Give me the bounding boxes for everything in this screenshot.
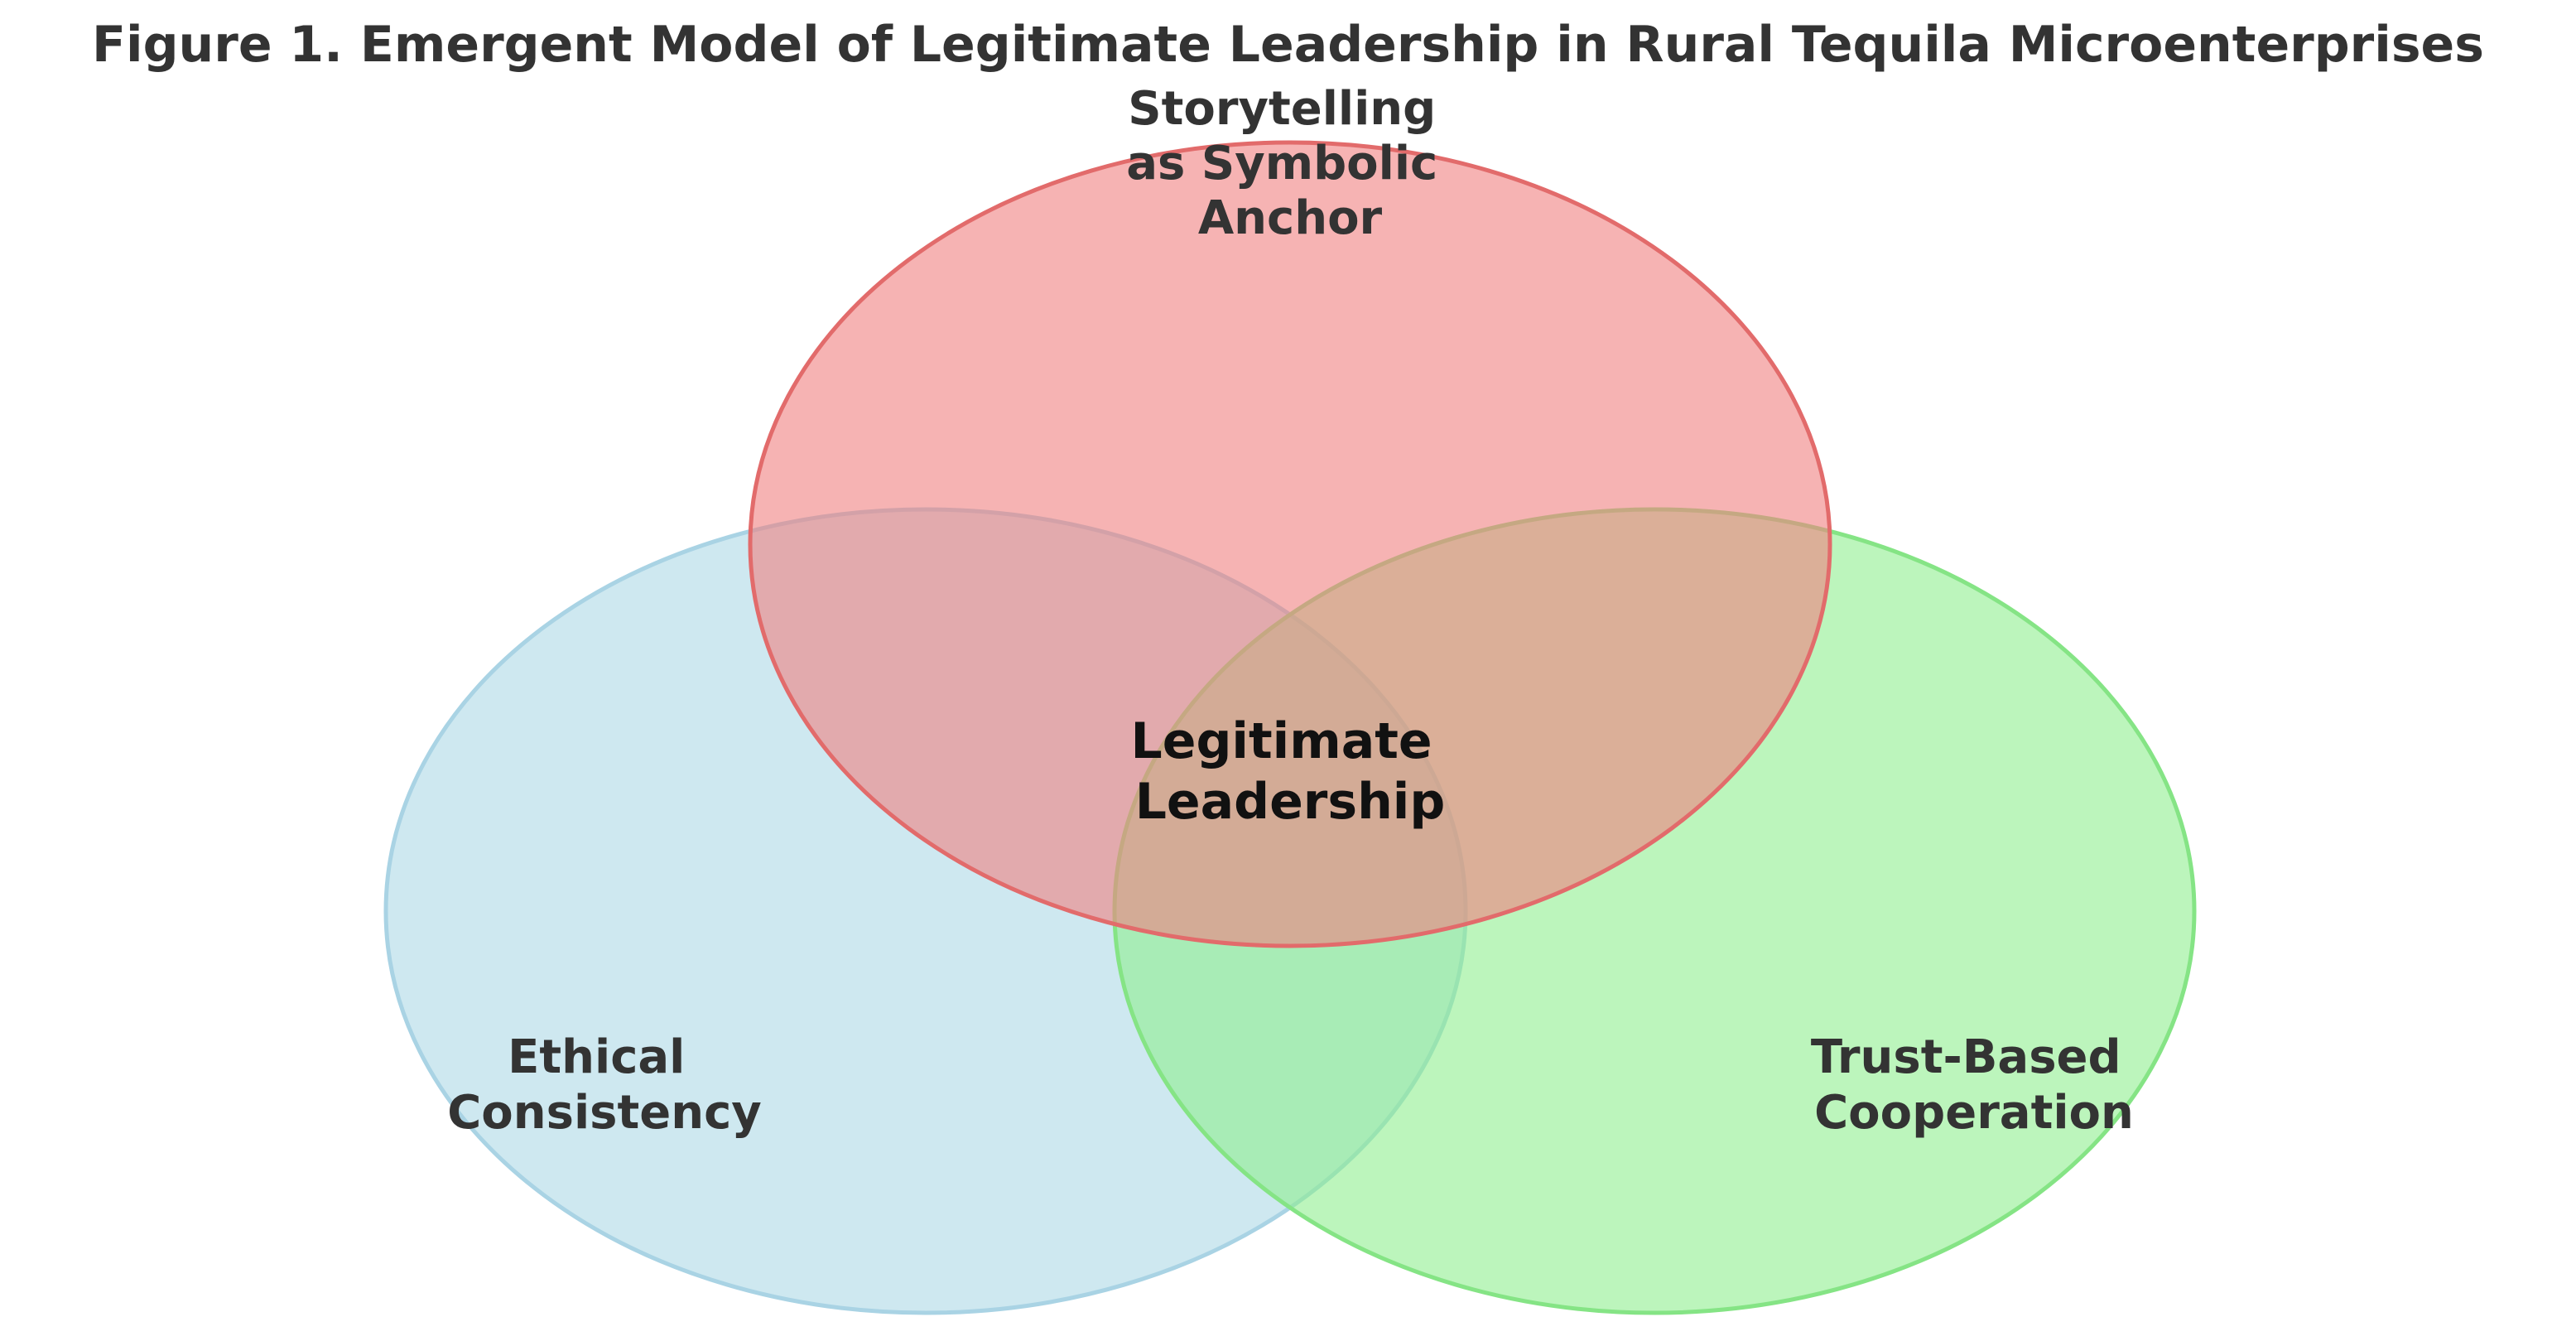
label-storytelling-line-1: Storytelling: [1128, 82, 1436, 136]
label-trust-line-1: Trust-Based: [1811, 1030, 2121, 1084]
label-storytelling-line-3: Anchor: [1198, 191, 1383, 245]
label-center-line-2: Leadership: [1135, 773, 1446, 831]
label-trust-based-cooperation: Trust-Based Cooperation: [1811, 1030, 2137, 1140]
circle-storytelling: [748, 140, 1832, 948]
label-center-line-1: Legitimate: [1131, 712, 1432, 770]
label-ethical-consistency: Ethical Consistency: [447, 1030, 762, 1140]
figure-title: Figure 1. Emergent Model of Legitimate L…: [92, 16, 2484, 74]
label-legitimate-leadership: Legitimate Leadership: [1131, 712, 1450, 831]
label-storytelling-line-2: as Symbolic: [1126, 137, 1437, 191]
label-ethical-line-2: Consistency: [447, 1086, 762, 1140]
label-storytelling: Storytelling as Symbolic Anchor: [1126, 82, 1453, 245]
label-ethical-line-1: Ethical: [508, 1030, 685, 1084]
label-trust-line-2: Cooperation: [1814, 1086, 2134, 1140]
